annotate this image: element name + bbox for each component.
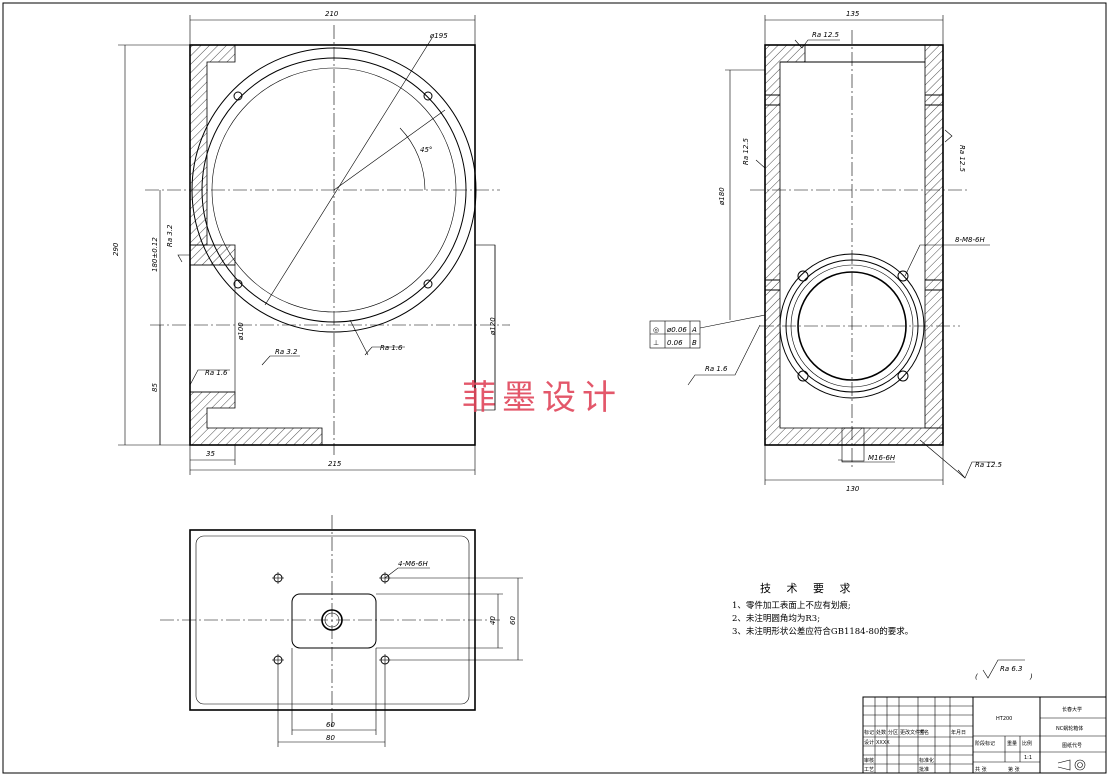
notes-title: 技 术 要 求	[760, 582, 857, 595]
tb-label-12: 重量	[1007, 740, 1017, 747]
svg-text:(: (	[975, 673, 978, 681]
side-dim-thread-bottom: M16-6H	[868, 454, 896, 462]
projection-symbol-icon	[1057, 759, 1086, 771]
tb-label-4: 签名	[919, 729, 929, 736]
dim-bore-small: ø100	[237, 322, 245, 341]
tb-label-11: 阶段标记	[975, 740, 995, 747]
tol-datum-2: B	[692, 339, 697, 347]
surface-symbol-text: Ra 6.3	[1000, 665, 1023, 673]
svg-text:): )	[1029, 673, 1033, 681]
tb-designer: XXXX	[876, 740, 890, 746]
roughness-2: Ra 3.2	[275, 348, 298, 356]
note-1: 1、零件加工表面上不应有划痕;	[732, 600, 851, 611]
top-dim-w60: 60	[326, 721, 335, 729]
tb-label-13: 比例	[1022, 740, 1032, 747]
side-dim-top-width: 135	[846, 10, 860, 18]
roughness-4: Ra 1.6	[380, 344, 403, 352]
tb-label-2: 分区	[888, 729, 898, 736]
tol-symbol-1: ◎	[653, 326, 659, 334]
tb-label-14: 共 张	[975, 766, 987, 773]
dim-side-dia: ø120	[489, 317, 497, 336]
tb-label-5: 年月日	[951, 729, 966, 736]
tol-value-1: ø0.06	[666, 326, 687, 334]
tb-label-3: 更改文件号	[900, 729, 925, 736]
title-block: 标记 处数 分区 更改文件号 签名 年月日 设计 XXXX 阶段标记 重量 比例…	[862, 696, 1107, 774]
tb-label-7: 审核	[864, 757, 874, 764]
tol-symbol-2: ⊥	[653, 339, 659, 347]
tb-label-10: 批准	[919, 766, 929, 773]
side-dim-bore-dia: ø180	[718, 187, 726, 206]
tb-school: 长春大学	[1062, 706, 1082, 713]
side-dim-thread-side: 8-M8-6H	[955, 236, 985, 244]
side-roughness-5: Ra 12.5	[975, 461, 1003, 469]
watermark: 菲墨设计	[462, 378, 622, 418]
dim-bottom-width: 215	[328, 460, 342, 468]
tb-label-6: 设计	[864, 739, 874, 746]
tol-value-2: 0.06	[667, 339, 683, 347]
side-dim-bottom-width: 130	[846, 485, 860, 493]
roughness-3: Ra 1.6	[205, 369, 228, 377]
tb-label-0: 标记	[864, 729, 874, 736]
note-3: 3、未注明形状公差应符合GB1184-80的要求。	[732, 626, 913, 637]
dim-flange-height: 180±0.12	[151, 237, 159, 272]
top-dim-thread: 4-M6-6H	[398, 560, 428, 568]
tb-material: HT200	[996, 716, 1012, 722]
dim-angle: 45°	[420, 146, 432, 154]
technical-notes: 技 术 要 求 1、零件加工表面上不应有划痕; 2、未注明圆角均为R3; 3、未…	[732, 582, 913, 637]
top-dim-h40: 40	[489, 616, 497, 625]
tb-scale: 1:1	[1024, 755, 1032, 761]
tb-label-15: 第 张	[1008, 766, 1020, 773]
front-view: 210 ø195 45° 290 180±0.12 85 35 215 ø120…	[112, 10, 510, 475]
dim-top-width: 210	[325, 10, 339, 18]
side-view: 135 130 ø180 8-M8-6H M16-6H Ra 12.5 Ra 1…	[649, 10, 1003, 493]
dim-wall: 35	[206, 450, 215, 458]
dim-lower-height: 85	[151, 383, 159, 392]
side-roughness-1: Ra 12.5	[812, 31, 840, 39]
tb-label-9: 标准化	[919, 757, 934, 764]
side-roughness-4: Ra 1.6	[705, 365, 728, 373]
dim-height: 290	[112, 242, 120, 256]
tb-label-1: 处数	[876, 729, 886, 736]
tb-part-name: NC蜗轮箱体	[1056, 725, 1083, 732]
tb-label-8: 工艺	[864, 767, 874, 773]
side-roughness-3: Ra 12.5	[958, 145, 966, 173]
top-view: 4-M6-6H 40 60 60 80	[160, 515, 523, 747]
top-dim-h60: 60	[509, 616, 517, 625]
note-2: 2、未注明圆角均为R3;	[732, 613, 820, 624]
tol-datum-1: A	[691, 326, 697, 334]
tb-sheet-label: 图纸代号	[1062, 742, 1082, 749]
dim-bore-dia: ø195	[429, 32, 448, 40]
side-roughness-2: Ra 12.5	[742, 137, 750, 165]
surface-roughness-symbol: ( Ra 6.3 )	[975, 659, 1033, 681]
top-dim-w80: 80	[326, 734, 335, 742]
roughness-1: Ra 3.2	[166, 224, 174, 247]
